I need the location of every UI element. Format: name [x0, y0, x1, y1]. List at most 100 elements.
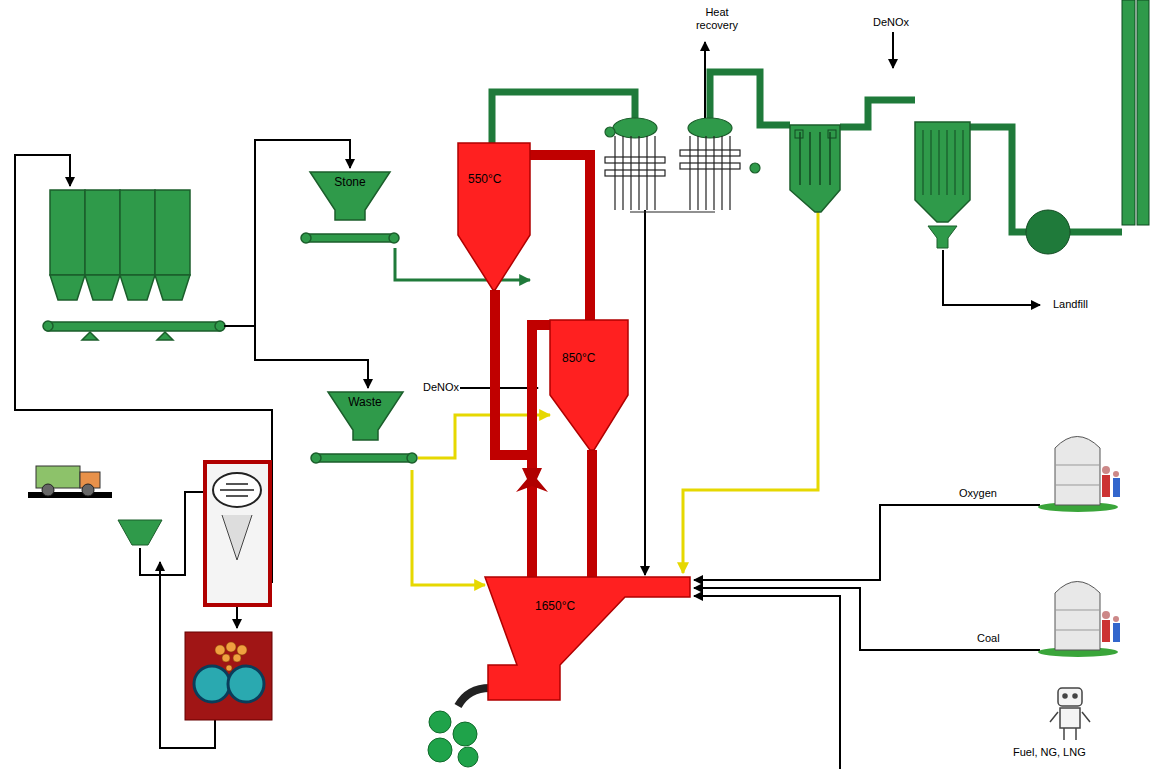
belt-conveyor — [43, 321, 53, 331]
roll-crusher — [237, 645, 247, 655]
belt-conveyor — [43, 321, 225, 340]
jaw-crusher — [205, 462, 270, 605]
bag-filter — [923, 130, 963, 195]
flue-gas-duct — [840, 100, 915, 127]
silo-bank — [85, 275, 120, 300]
cyclone-850-outline — [550, 320, 628, 450]
hot-gas-pipe — [530, 155, 590, 320]
heat-exchanger — [613, 118, 657, 138]
feed-line — [694, 505, 1040, 580]
heat-exchanger — [605, 170, 665, 176]
feed-line — [15, 155, 272, 582]
electrostatic-precipitator — [790, 125, 840, 212]
heat-exchanger — [680, 150, 740, 156]
dust-return-line — [683, 212, 818, 573]
cyclone-550-outline — [458, 143, 530, 290]
roll-crusher — [185, 632, 272, 720]
melting-furnace: 1650°C — [485, 577, 690, 700]
waste-hopper: Waste — [310, 392, 418, 470]
electrostatic-precipitator — [790, 125, 840, 212]
feed-hopper — [118, 520, 162, 545]
oxygen-tank — [1055, 437, 1100, 506]
truck-icon — [42, 484, 54, 496]
jaw-crusher — [220, 484, 254, 496]
melting-furnace-shape — [485, 577, 690, 700]
heat-exchanger — [690, 136, 730, 210]
silo-bank — [50, 190, 85, 275]
temperature-label: 550°C — [468, 173, 502, 186]
bag-filter — [928, 226, 957, 248]
belt-conveyor — [313, 454, 415, 462]
oxygen-tank — [1102, 475, 1110, 497]
truck-icon — [82, 484, 94, 496]
jaw-crusher — [222, 515, 252, 560]
mineral-wool-granules — [458, 747, 478, 767]
hot-gas-pipe — [495, 290, 532, 577]
belt-conveyor — [301, 233, 399, 243]
silo-bank — [155, 190, 190, 275]
roll-crusher — [228, 666, 264, 702]
truck-icon — [28, 492, 112, 498]
coal-tank — [1113, 616, 1119, 622]
heat-recovery-label: Heat recovery — [688, 6, 746, 31]
mineral-wool-granules — [428, 738, 452, 762]
slag-outlet — [458, 688, 490, 706]
dust-return-line — [683, 212, 818, 573]
feed-line — [704, 42, 706, 118]
cyclone-550-shape — [458, 143, 530, 290]
fuel-label: Fuel, NG, LNG — [1012, 746, 1087, 759]
fuel-supply-icon — [1050, 712, 1090, 740]
silo-bank — [50, 275, 85, 300]
oxygen-tank — [1038, 437, 1120, 513]
silo-bank — [85, 190, 120, 275]
heat-exchanger — [605, 127, 615, 137]
stack — [1122, 0, 1135, 225]
belt-conveyor — [311, 453, 417, 463]
temperature-label: 1650°C — [535, 600, 575, 613]
bag-filter — [915, 122, 970, 248]
landfill-label: Landfill — [1052, 298, 1089, 311]
electrostatic-precipitator — [828, 130, 836, 138]
denox-label: DeNOx — [422, 381, 460, 394]
feed-line — [892, 32, 894, 68]
cyclone-850: 850°C — [550, 320, 628, 450]
bag-filter — [915, 122, 970, 222]
fuel-supply-icon — [1073, 694, 1077, 698]
feed-line — [15, 32, 1040, 769]
heat-exchanger — [680, 163, 740, 169]
feed-line — [694, 596, 840, 769]
belt-conveyor — [157, 332, 173, 340]
feed-hopper — [118, 520, 162, 545]
flue-gas-duct — [970, 127, 1026, 232]
heat-exchanger — [605, 118, 760, 212]
electrostatic-precipitator — [800, 132, 830, 185]
truck-icon — [36, 466, 80, 488]
belt-conveyor — [82, 332, 98, 340]
melting-furnace-outline — [485, 577, 690, 700]
roll-crusher — [233, 654, 241, 662]
feed-line — [644, 210, 646, 575]
denox-label: DeNOx — [872, 16, 910, 29]
oxygen-tank — [1102, 466, 1110, 474]
coal-tank — [1102, 620, 1110, 642]
feed-line — [943, 250, 1040, 305]
flue-gas-duct — [710, 72, 790, 125]
stone-hopper-outline — [310, 172, 390, 220]
silo-bank — [155, 275, 190, 300]
oxygen-tank — [1113, 478, 1120, 497]
heat-exchanger — [605, 157, 665, 163]
coal-tank — [1055, 610, 1100, 630]
feed-line — [255, 326, 368, 388]
oxygen-tank — [1113, 471, 1119, 477]
mineral-wool-granules — [453, 722, 477, 746]
slag-outlet — [458, 688, 490, 706]
coal-tank — [1038, 582, 1120, 658]
fuel-supply-icon — [1060, 708, 1080, 728]
roll-crusher — [194, 666, 230, 702]
feed-line — [236, 605, 238, 628]
fuel-supply-icon — [1063, 694, 1067, 698]
material-flow-arrow — [412, 470, 485, 585]
coal-tank — [1113, 623, 1120, 642]
